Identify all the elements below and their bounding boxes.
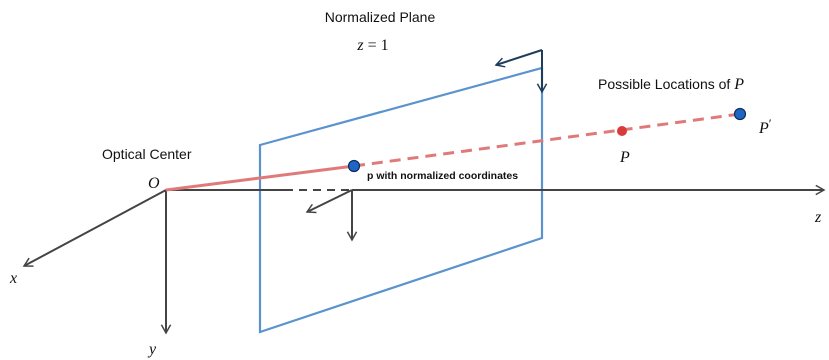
x-axis: [22, 189, 167, 267]
origin-label: O: [148, 175, 160, 192]
normalized-plane: [258, 66, 544, 334]
projection-ray-solid: [165, 164, 355, 192]
point-P-prime: [733, 107, 747, 121]
point-P: [617, 126, 627, 136]
plane-local-x-axis: [305, 189, 353, 214]
plane-equation: z = 1: [356, 37, 388, 54]
optical-center-label: Optical Center: [102, 146, 192, 162]
y-axis-label: y: [147, 341, 157, 358]
z-axis-label: z: [814, 209, 822, 226]
point-p-normalized: [347, 159, 361, 173]
point-P-label: P: [619, 149, 630, 166]
plane-corner-x-axis: [494, 49, 543, 68]
x-axis-label: x: [9, 270, 17, 287]
point-p-label: p with normalized coordinates: [367, 170, 518, 182]
point-P-prime-label: P′: [758, 116, 772, 137]
projection-ray-dashed: [353, 112, 741, 168]
possible-locations-label: Possible Locations of P: [598, 76, 744, 93]
plane-title: Normalized Plane: [325, 9, 436, 25]
